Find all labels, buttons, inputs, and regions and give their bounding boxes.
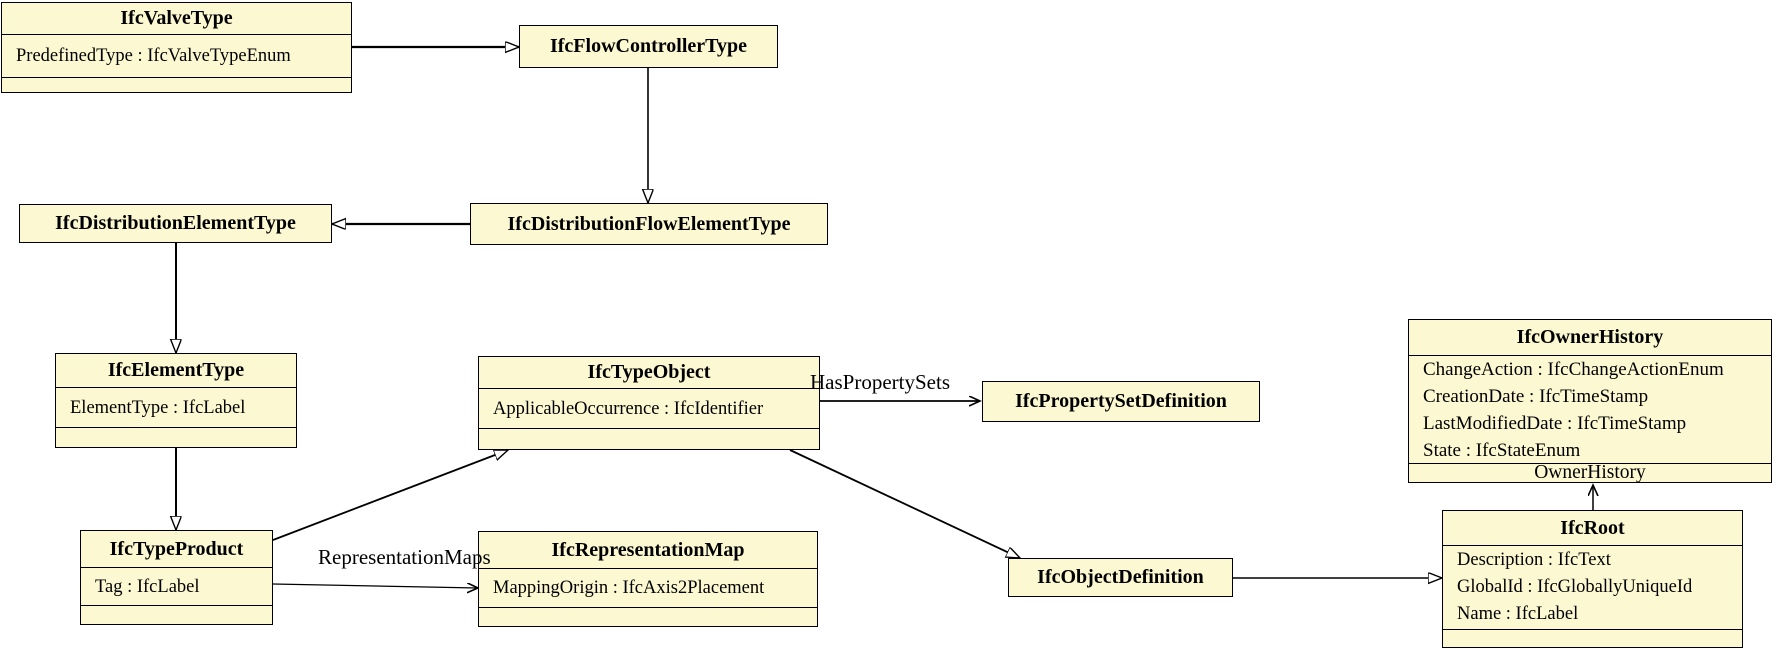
class-attributes: ApplicableOccurrence : IfcIdentifier xyxy=(479,388,819,428)
class-attribute: Tag : IfcLabel xyxy=(95,576,200,597)
class-attribute: State : IfcStateEnum xyxy=(1423,439,1581,461)
class-title: IfcTypeProduct xyxy=(109,537,244,560)
class-attribute: GlobalId : IfcGloballyUniqueId xyxy=(1457,577,1693,597)
edge-label-representationmaps: RepresentationMaps xyxy=(318,545,491,569)
class-title: IfcDistributionElementType xyxy=(55,212,296,234)
class-attribute: ElementType : IfcLabel xyxy=(70,397,246,418)
class-box-ifcownerhistory[interactable]: IfcOwnerHistory ChangeAction : IfcChange… xyxy=(1408,319,1772,483)
edge-label-ownerhistory: OwnerHistory xyxy=(1409,463,1771,482)
class-title: IfcFlowControllerType xyxy=(549,35,747,57)
class-title: IfcOwnerHistory xyxy=(1516,326,1664,348)
edge-typeobject-objectdefinition xyxy=(789,449,1020,559)
class-box-ifcvalvetype[interactable]: IfcValveType PredefinedType : IfcValveTy… xyxy=(1,2,352,93)
class-attribute: Name : IfcLabel xyxy=(1457,604,1579,624)
class-box-ifcelementtype[interactable]: IfcElementType ElementType : IfcLabel xyxy=(55,353,297,448)
class-attribute: CreationDate : IfcTimeStamp xyxy=(1423,385,1649,407)
class-box-ifcobjectdefinition[interactable]: IfcObjectDefinition xyxy=(1008,558,1233,597)
class-attribute: ApplicableOccurrence : IfcIdentifier xyxy=(493,398,764,419)
class-empty-compartment xyxy=(479,428,819,447)
class-attribute: PredefinedType : IfcValveTypeEnum xyxy=(16,46,291,66)
class-empty-compartment xyxy=(1443,629,1742,644)
class-box-ifctypeobject[interactable]: IfcTypeObject ApplicableOccurrence : Ifc… xyxy=(478,356,820,450)
class-empty-compartment xyxy=(81,605,272,621)
class-attribute: MappingOrigin : IfcAxis2Placement xyxy=(493,578,765,598)
class-title: IfcDistributionFlowElementType xyxy=(507,212,791,235)
edge-typeproduct-typeobject xyxy=(272,449,508,541)
class-attribute: ChangeAction : IfcChangeActionEnum xyxy=(1423,358,1724,380)
class-title: IfcElementType xyxy=(107,359,245,381)
class-box-ifcflowcontrollertype[interactable]: IfcFlowControllerType xyxy=(519,25,778,68)
class-title: IfcRepresentationMap xyxy=(551,538,745,561)
edge-representationmaps xyxy=(272,584,478,588)
class-empty-compartment xyxy=(479,607,817,623)
class-title: IfcValveType xyxy=(120,7,233,29)
class-title: IfcRoot xyxy=(1560,516,1625,539)
class-attributes: MappingOrigin : IfcAxis2Placement xyxy=(479,568,817,607)
class-box-ifcpropertysetdefinition[interactable]: IfcPropertySetDefinition xyxy=(982,381,1260,422)
class-attribute: LastModifiedDate : IfcTimeStamp xyxy=(1423,412,1687,434)
class-empty-compartment xyxy=(2,77,351,90)
class-box-ifcroot[interactable]: IfcRoot Description : IfcText GlobalId :… xyxy=(1442,510,1743,648)
class-title: IfcObjectDefinition xyxy=(1037,566,1204,588)
class-attributes: Description : IfcText GlobalId : IfcGlob… xyxy=(1443,545,1742,629)
class-attributes: ElementType : IfcLabel xyxy=(56,387,296,427)
class-box-ifcdistributionelementtype[interactable]: IfcDistributionElementType xyxy=(19,204,332,243)
class-title: IfcPropertySetDefinition xyxy=(1015,390,1227,412)
class-attributes: PredefinedType : IfcValveTypeEnum xyxy=(2,34,351,77)
class-attributes: ChangeAction : IfcChangeActionEnum Creat… xyxy=(1409,355,1771,463)
class-box-ifcrepresentationmap[interactable]: IfcRepresentationMap MappingOrigin : Ifc… xyxy=(478,531,818,627)
class-empty-compartment xyxy=(56,427,296,445)
class-box-ifctypeproduct[interactable]: IfcTypeProduct Tag : IfcLabel xyxy=(80,530,273,625)
class-attributes: Tag : IfcLabel xyxy=(81,567,272,605)
edge-label-haspropertysets: HasPropertySets xyxy=(810,370,950,394)
class-title: IfcTypeObject xyxy=(587,361,711,383)
class-box-ifcdistributionflowelementtype[interactable]: IfcDistributionFlowElementType xyxy=(470,203,828,245)
class-attribute: Description : IfcText xyxy=(1457,550,1611,570)
